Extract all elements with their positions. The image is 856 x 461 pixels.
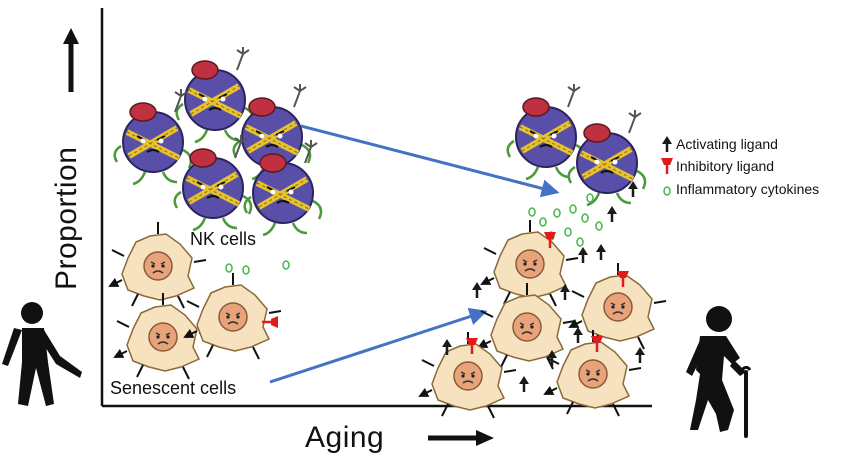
cytokine-icon bbox=[586, 193, 594, 203]
legend-item-inhibitory: Inhibitory ligand bbox=[676, 158, 774, 174]
senescent-cell bbox=[482, 220, 578, 306]
y-axis-label: Proportion bbox=[50, 146, 83, 290]
legend-label: Inhibitory ligand bbox=[676, 158, 775, 174]
x-axis-arrow-icon bbox=[428, 430, 494, 446]
activating-ligand-icon bbox=[605, 204, 619, 224]
cytokine-icon bbox=[663, 186, 671, 196]
activating-ligand-icon bbox=[660, 134, 674, 154]
activating-ligand-icon bbox=[470, 280, 484, 300]
senescent-trend-arrow bbox=[269, 307, 488, 384]
cytokine-icon bbox=[564, 227, 572, 237]
inhibitory-ligand-icon bbox=[659, 156, 675, 176]
young-person-icon bbox=[2, 302, 82, 406]
nk-cell bbox=[175, 135, 251, 230]
cytokine-icon bbox=[282, 260, 290, 270]
legend-label: Inflammatory cytokines bbox=[676, 181, 820, 197]
legend-item-activating: Activating ligand bbox=[676, 136, 778, 152]
cytokine-icon bbox=[581, 213, 589, 223]
nk-trend-arrow bbox=[300, 124, 560, 198]
senescent-cells-label: Senescent cells bbox=[110, 378, 237, 398]
cytokine-icon bbox=[576, 237, 584, 247]
activating-ligand-icon bbox=[571, 325, 585, 345]
nk-cell bbox=[508, 84, 584, 179]
cytokine-icon bbox=[539, 217, 547, 227]
cytokine-icon bbox=[528, 207, 536, 217]
nk-cell bbox=[115, 89, 191, 184]
activating-ligand-icon bbox=[594, 242, 608, 262]
senescent-cell bbox=[479, 283, 575, 369]
x-axis-label: Aging bbox=[305, 421, 385, 454]
nk-cells-label: NK cells bbox=[190, 229, 257, 249]
cytokine-icon bbox=[225, 263, 233, 273]
cytokine-icon bbox=[553, 208, 561, 218]
senescent-cell bbox=[185, 273, 281, 359]
activating-ligand-icon bbox=[517, 374, 531, 394]
legend-item-cytokines: Inflammatory cytokines bbox=[676, 181, 819, 197]
legend-label: Activating ligand bbox=[676, 136, 778, 152]
nk-cell bbox=[177, 47, 253, 142]
cytokine-icon bbox=[569, 204, 577, 214]
activating-ligand-icon bbox=[633, 345, 647, 365]
cytokine-icon bbox=[242, 265, 250, 275]
elderly-person-icon bbox=[686, 306, 752, 438]
activating-ligand-icon bbox=[576, 245, 590, 265]
senescent-cell bbox=[570, 263, 666, 349]
cytokine-icon bbox=[595, 221, 603, 231]
y-axis-arrow-icon bbox=[63, 28, 79, 92]
